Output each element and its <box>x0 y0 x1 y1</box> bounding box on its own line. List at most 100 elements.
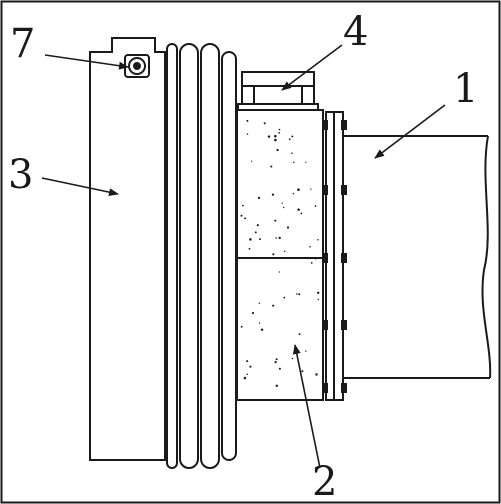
speckle-dot <box>272 253 275 256</box>
speckle-dot <box>278 132 280 134</box>
speckle-dot <box>249 238 252 241</box>
speckle-dot <box>278 367 281 370</box>
speckle-dot <box>300 212 303 215</box>
bolt <box>322 383 328 393</box>
speckle-dot <box>278 236 281 240</box>
speckle-dot <box>282 206 285 209</box>
speckle-dot <box>244 217 246 220</box>
speckle-dot <box>281 202 283 204</box>
leader-1 <box>374 104 446 159</box>
speckle-dot <box>276 148 279 152</box>
speckle-dot <box>315 373 318 376</box>
speckle-dot <box>274 360 277 364</box>
speckle-dot <box>274 134 277 138</box>
speckle-dot <box>257 196 261 200</box>
speckle-dot <box>305 161 307 163</box>
seal-ring-2 <box>179 43 199 469</box>
speckle-dot <box>297 208 300 211</box>
label-part-4: 4 <box>343 9 368 55</box>
speckle-dot <box>263 122 266 125</box>
bolt <box>341 320 347 330</box>
label-part-7: 7 <box>10 21 35 67</box>
flange-bolts <box>322 120 347 393</box>
speckle-dot <box>310 262 313 264</box>
leader-3 <box>41 177 119 197</box>
speckle-dot <box>258 302 261 304</box>
speckle-dot <box>259 238 261 241</box>
bolt <box>322 253 328 263</box>
speckle-dot <box>293 161 295 163</box>
speckle-dot <box>275 237 277 239</box>
bolt <box>341 383 347 393</box>
block-speckle-texture <box>240 119 320 388</box>
speckle-dot <box>246 373 248 376</box>
speckle-dot <box>315 258 317 260</box>
bolt <box>341 253 347 263</box>
block-lower <box>236 257 324 401</box>
speckle-dot <box>275 384 279 388</box>
bolt <box>322 185 328 195</box>
speckle-dot <box>271 193 275 196</box>
speckle-dot <box>291 152 293 154</box>
speckle-dot <box>298 333 301 336</box>
label-part-2: 2 <box>312 459 337 504</box>
speckle-dot <box>310 188 312 190</box>
speckle-dot <box>272 304 275 307</box>
speckle-dot <box>278 128 281 131</box>
speckle-dot <box>260 328 264 331</box>
bolt <box>341 185 347 195</box>
leader-4 <box>281 44 343 91</box>
speckle-dot <box>309 246 311 248</box>
seal-ring-4 <box>221 51 237 461</box>
seal-ring-3 <box>200 43 220 469</box>
handle-part-4 <box>237 71 319 111</box>
speckle-dot <box>249 365 252 368</box>
speckle-dot <box>286 226 290 229</box>
speckle-dot <box>243 376 247 380</box>
speckle-dot <box>274 219 277 222</box>
bolt <box>341 120 347 130</box>
speckle-dot <box>301 370 304 373</box>
housing-part-3 <box>89 37 166 461</box>
bolt <box>322 120 328 130</box>
speckle-dot <box>291 135 294 138</box>
seal-ring-1 <box>166 43 178 469</box>
speckle-dot <box>305 350 307 352</box>
speckle-dot <box>240 214 243 217</box>
bolt <box>322 320 328 330</box>
flange-plate <box>325 111 344 401</box>
speckle-dot <box>283 250 286 253</box>
speckle-dot <box>278 271 280 273</box>
speckle-dot <box>251 311 255 315</box>
speckle-dot <box>240 325 243 328</box>
leader-lines <box>41 44 446 469</box>
speckle-dot <box>288 138 291 141</box>
speckle-dot <box>298 293 301 296</box>
block-part-2 <box>236 109 324 401</box>
speckle-dot <box>256 224 259 227</box>
leader-2 <box>292 344 321 469</box>
leader-7 <box>44 54 129 70</box>
speckle-dot <box>248 247 251 250</box>
speckle-dot <box>254 231 257 234</box>
speckle-dot <box>283 296 286 299</box>
speckle-dot <box>267 135 271 138</box>
label-part-3: 3 <box>8 152 33 198</box>
speckle-dot <box>246 119 249 122</box>
speckle-dot <box>292 192 295 195</box>
speckle-dot <box>274 138 277 142</box>
speckle-dot <box>246 360 249 363</box>
speckle-dot <box>296 293 298 295</box>
block-upper <box>236 109 324 259</box>
speckle-dot <box>242 204 244 207</box>
speckle-dot <box>297 188 300 191</box>
speckle-dot <box>314 205 317 207</box>
seal-rings <box>166 43 237 469</box>
pipe-part-1 <box>343 135 492 379</box>
speckle-dot <box>251 160 253 162</box>
speckle-dot <box>258 322 261 324</box>
speckle-dot <box>317 239 319 241</box>
